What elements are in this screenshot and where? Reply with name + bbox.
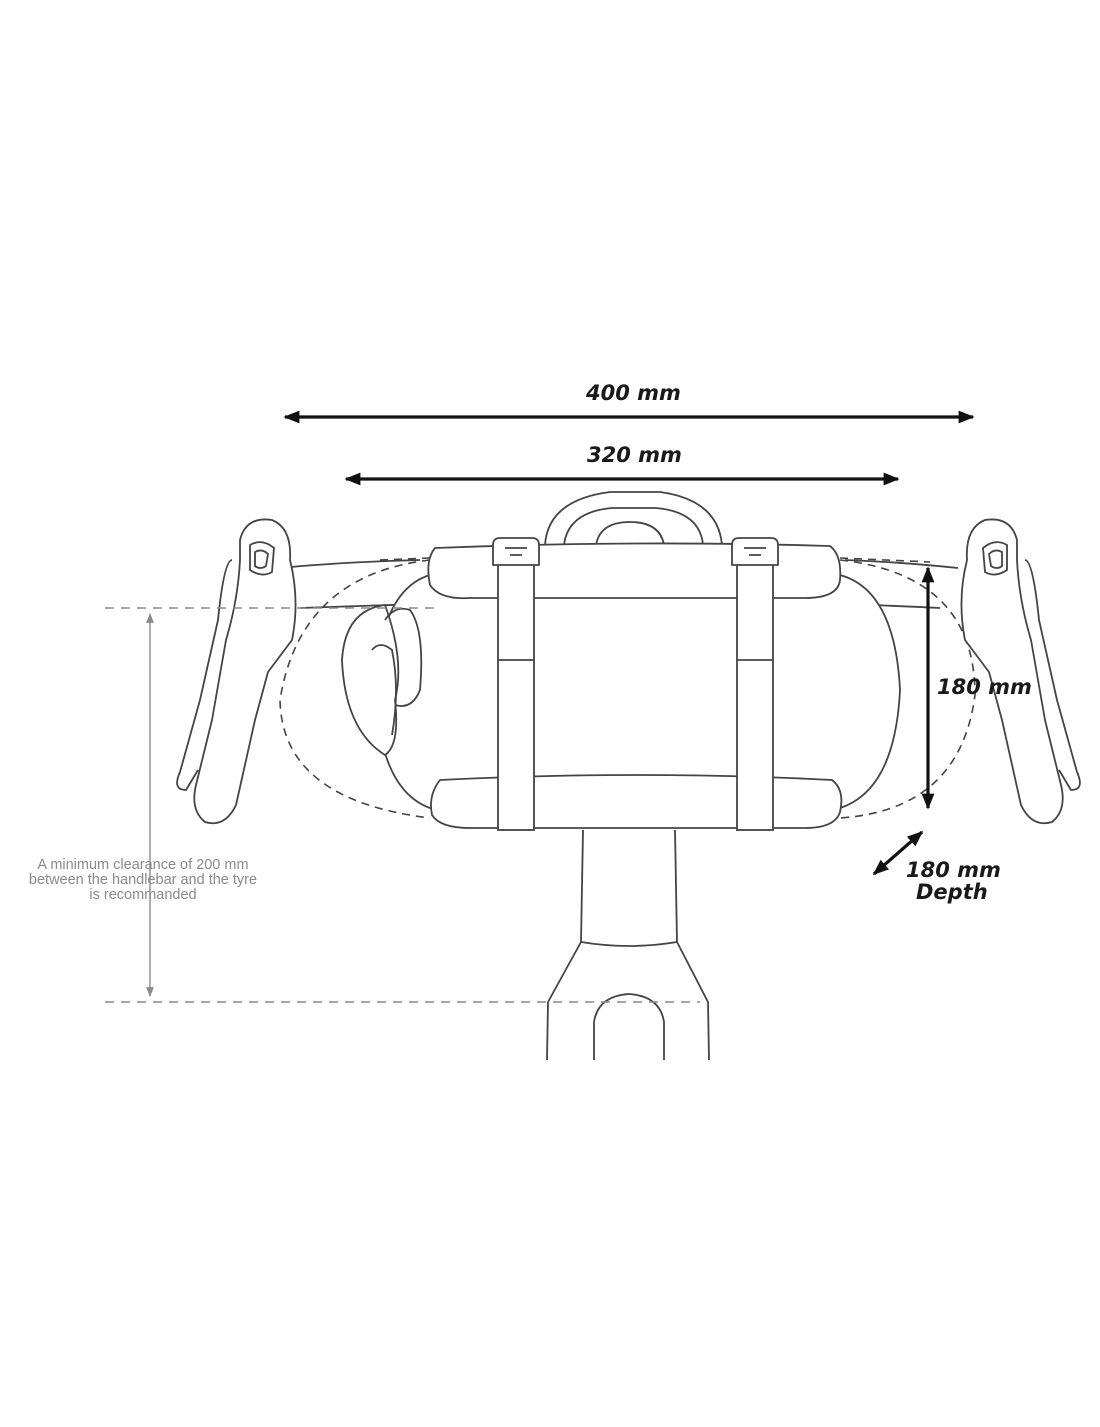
right-brake-lever-icon <box>960 518 1081 825</box>
bag-width-label: 320 mm <box>587 443 682 467</box>
clearance-note: A minimum clearance of 200 mm between th… <box>8 858 278 903</box>
total-width-label: 400 mm <box>586 381 681 405</box>
bag-max-outline <box>279 559 976 819</box>
dimension-arrows <box>283 410 975 876</box>
strap-icon <box>497 559 774 831</box>
clearance-note-line1: A minimum clearance of 200 mm <box>37 857 249 873</box>
height-label: 180 mm <box>937 675 1032 699</box>
depth-label: Depth <box>916 880 988 904</box>
stem-icon <box>546 829 710 1061</box>
clearance-indicator <box>105 607 700 1003</box>
buckle-icon <box>492 537 779 566</box>
depth-arrow <box>872 830 924 876</box>
depth-value-label: 180 mm <box>906 858 1001 882</box>
left-brake-lever-icon <box>176 518 297 825</box>
mount-icon <box>544 491 723 546</box>
clearance-note-line3: is recommanded <box>89 887 197 903</box>
clearance-note-line2: between the handlebar and the tyre <box>28 872 258 888</box>
bag-icon <box>341 542 901 829</box>
